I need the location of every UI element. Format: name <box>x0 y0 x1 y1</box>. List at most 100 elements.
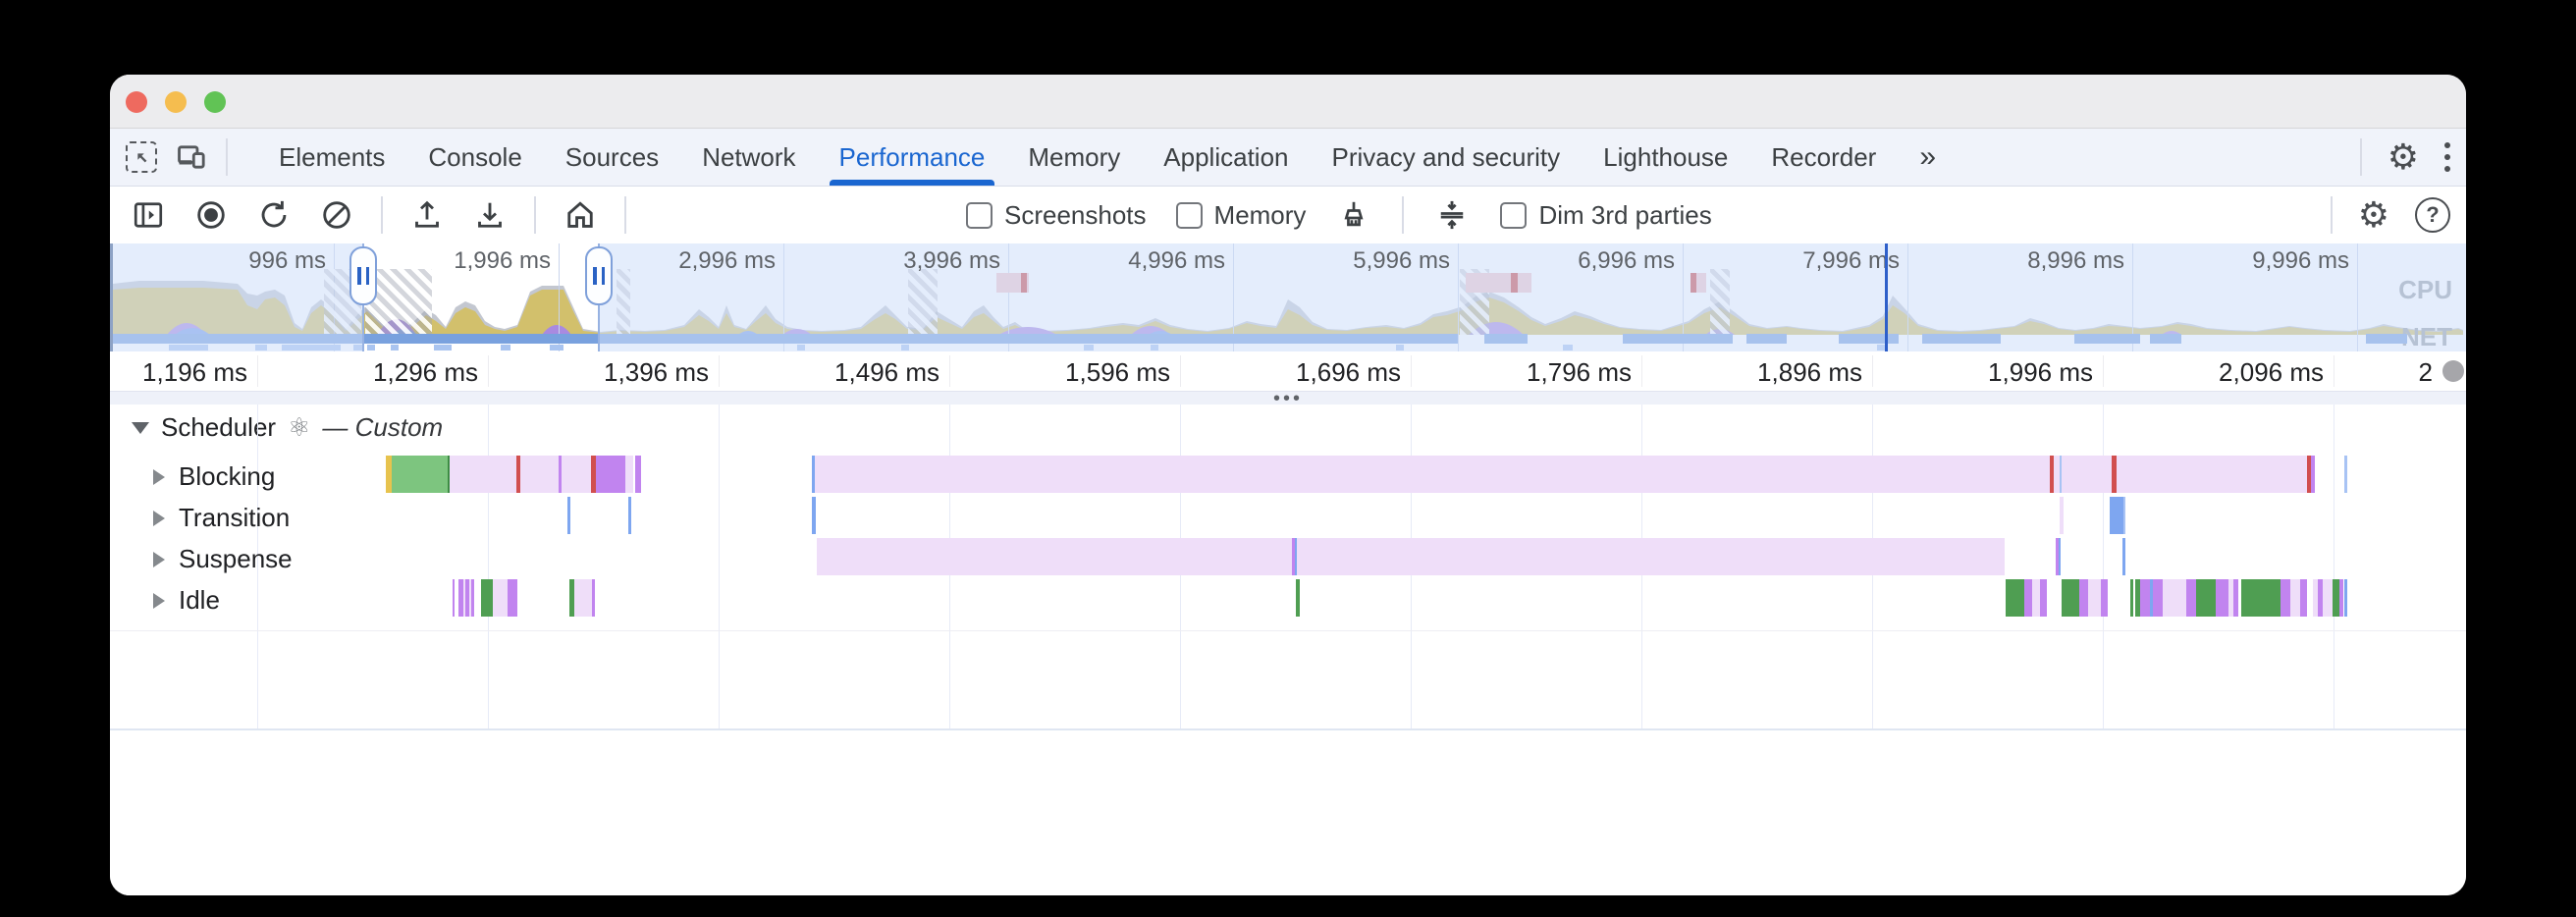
tab-privacy-and-security[interactable]: Privacy and security <box>1331 141 1561 172</box>
flame-bar[interactable] <box>628 497 631 534</box>
playhead-cursor[interactable] <box>1885 243 1888 351</box>
flame-bar[interactable] <box>2079 579 2088 617</box>
checkbox-box[interactable] <box>1175 201 1203 229</box>
close-window-button[interactable] <box>126 91 147 113</box>
reload-record-icon[interactable] <box>255 196 293 234</box>
flame-bar[interactable] <box>2060 497 2064 534</box>
flame-bar[interactable] <box>2290 579 2300 617</box>
flame-bar[interactable] <box>2006 579 2024 617</box>
flame-bar[interactable] <box>2339 579 2343 617</box>
flame-bar[interactable] <box>2060 456 2062 493</box>
flame-bar[interactable] <box>448 456 450 493</box>
settings-gear-icon[interactable]: ⚙ <box>2387 136 2419 177</box>
flame-bar[interactable] <box>2323 579 2333 617</box>
flame-bar[interactable] <box>386 456 392 493</box>
flame-bar[interactable] <box>2088 579 2101 617</box>
flame-bar[interactable] <box>817 538 2005 575</box>
tab-console[interactable]: Console <box>428 141 522 172</box>
track-row-suspense[interactable]: Suspense <box>153 544 293 574</box>
collapse-icon[interactable] <box>1433 196 1471 234</box>
flame-bar[interactable] <box>1292 538 1295 575</box>
flame-bar[interactable] <box>2196 579 2216 617</box>
device-toolbar-icon[interactable] <box>173 138 210 176</box>
flame-bar[interactable] <box>481 579 493 617</box>
expand-triangle-icon[interactable] <box>153 468 165 485</box>
flame-bar[interactable] <box>453 579 455 617</box>
flame-bar[interactable] <box>458 579 474 617</box>
flame-bar[interactable] <box>2163 579 2186 617</box>
flame-bar[interactable] <box>2056 538 2059 575</box>
flame-bar[interactable] <box>574 579 592 617</box>
tab-performance[interactable]: Performance <box>818 129 1007 186</box>
tab-lighthouse[interactable]: Lighthouse <box>1603 141 1729 172</box>
dim-3rd-parties-checkbox[interactable]: Dim 3rd parties <box>1500 200 1712 231</box>
flame-bar[interactable] <box>596 456 625 493</box>
flame-bar[interactable] <box>635 456 641 493</box>
selection-handle-left[interactable] <box>349 246 377 305</box>
flame-bar[interactable] <box>2122 538 2125 575</box>
flame-bar[interactable] <box>2153 579 2163 617</box>
flame-bar[interactable] <box>493 579 508 617</box>
flame-bar[interactable] <box>592 579 595 617</box>
flame-bar[interactable] <box>2135 579 2140 617</box>
tab-sources[interactable]: Sources <box>564 141 660 172</box>
track-row-transition[interactable]: Transition <box>153 503 290 533</box>
flame-bar[interactable] <box>2059 538 2061 575</box>
flame-bar[interactable] <box>2110 497 2123 534</box>
inspect-icon[interactable] <box>126 141 157 173</box>
expand-triangle-icon[interactable] <box>153 551 165 567</box>
settings-gear-icon[interactable]: ⚙ <box>2357 194 2389 235</box>
flame-bar[interactable] <box>2318 579 2323 617</box>
show-sidebar-icon[interactable] <box>130 196 167 234</box>
flame-bar[interactable] <box>516 456 520 493</box>
screenshots-checkbox[interactable]: Screenshots <box>966 200 1147 231</box>
flame-bar[interactable] <box>2024 579 2032 617</box>
download-icon[interactable] <box>471 196 509 234</box>
flame-bar[interactable] <box>591 456 596 493</box>
flame-bar[interactable] <box>520 456 559 493</box>
flame-bar[interactable] <box>463 579 465 617</box>
clear-icon[interactable] <box>318 196 355 234</box>
flame-bar[interactable] <box>2228 579 2233 617</box>
scrollbar-dot[interactable] <box>2442 360 2464 382</box>
flame-bar[interactable] <box>2333 579 2339 617</box>
flame-bar[interactable] <box>2311 456 2315 493</box>
tab-memory[interactable]: Memory <box>1028 141 1121 172</box>
flame-bar[interactable] <box>2032 579 2040 617</box>
expand-triangle-icon[interactable] <box>153 592 165 609</box>
flame-bar[interactable] <box>569 579 574 617</box>
flame-bar[interactable] <box>2123 497 2125 534</box>
track-header-scheduler[interactable]: Scheduler ⚛ — Custom <box>132 412 443 443</box>
expand-triangle-icon[interactable] <box>153 510 165 526</box>
flame-bar[interactable] <box>2307 456 2311 493</box>
flame-bar[interactable] <box>2062 579 2079 617</box>
flame-bar[interactable] <box>469 579 471 617</box>
flame-bar[interactable] <box>2241 579 2281 617</box>
flame-bar[interactable] <box>2040 579 2047 617</box>
memory-checkbox[interactable]: Memory <box>1175 200 1306 231</box>
timeline-overview[interactable]: CPU NET 996 ms1,996 ms2,996 ms3,996 ms4,… <box>110 243 2466 351</box>
flame-bar[interactable] <box>812 497 816 534</box>
gc-brush-icon[interactable] <box>1335 196 1372 234</box>
flame-bar[interactable] <box>2050 456 2054 493</box>
flame-bar[interactable] <box>450 456 516 493</box>
flame-bar[interactable] <box>392 456 448 493</box>
flame-bar[interactable] <box>2216 579 2228 617</box>
flame-bar[interactable] <box>562 456 591 493</box>
more-tabs-button[interactable]: » <box>1919 140 1937 173</box>
flame-bar[interactable] <box>2313 579 2318 617</box>
tab-network[interactable]: Network <box>702 141 796 172</box>
home-icon[interactable] <box>562 196 599 234</box>
flame-bar[interactable] <box>508 579 517 617</box>
upload-icon[interactable] <box>408 196 446 234</box>
tab-elements[interactable]: Elements <box>279 141 386 172</box>
collapse-triangle-icon[interactable] <box>132 421 149 434</box>
resize-drag-handle[interactable]: ••• <box>110 389 2466 408</box>
flame-bar[interactable] <box>2344 579 2347 617</box>
flame-bar[interactable] <box>2101 579 2108 617</box>
flame-bar[interactable] <box>2344 456 2347 493</box>
checkbox-box[interactable] <box>1500 201 1528 229</box>
flame-bar[interactable] <box>567 497 570 534</box>
flame-bar[interactable] <box>1296 579 1300 617</box>
flame-bar[interactable] <box>812 456 815 493</box>
